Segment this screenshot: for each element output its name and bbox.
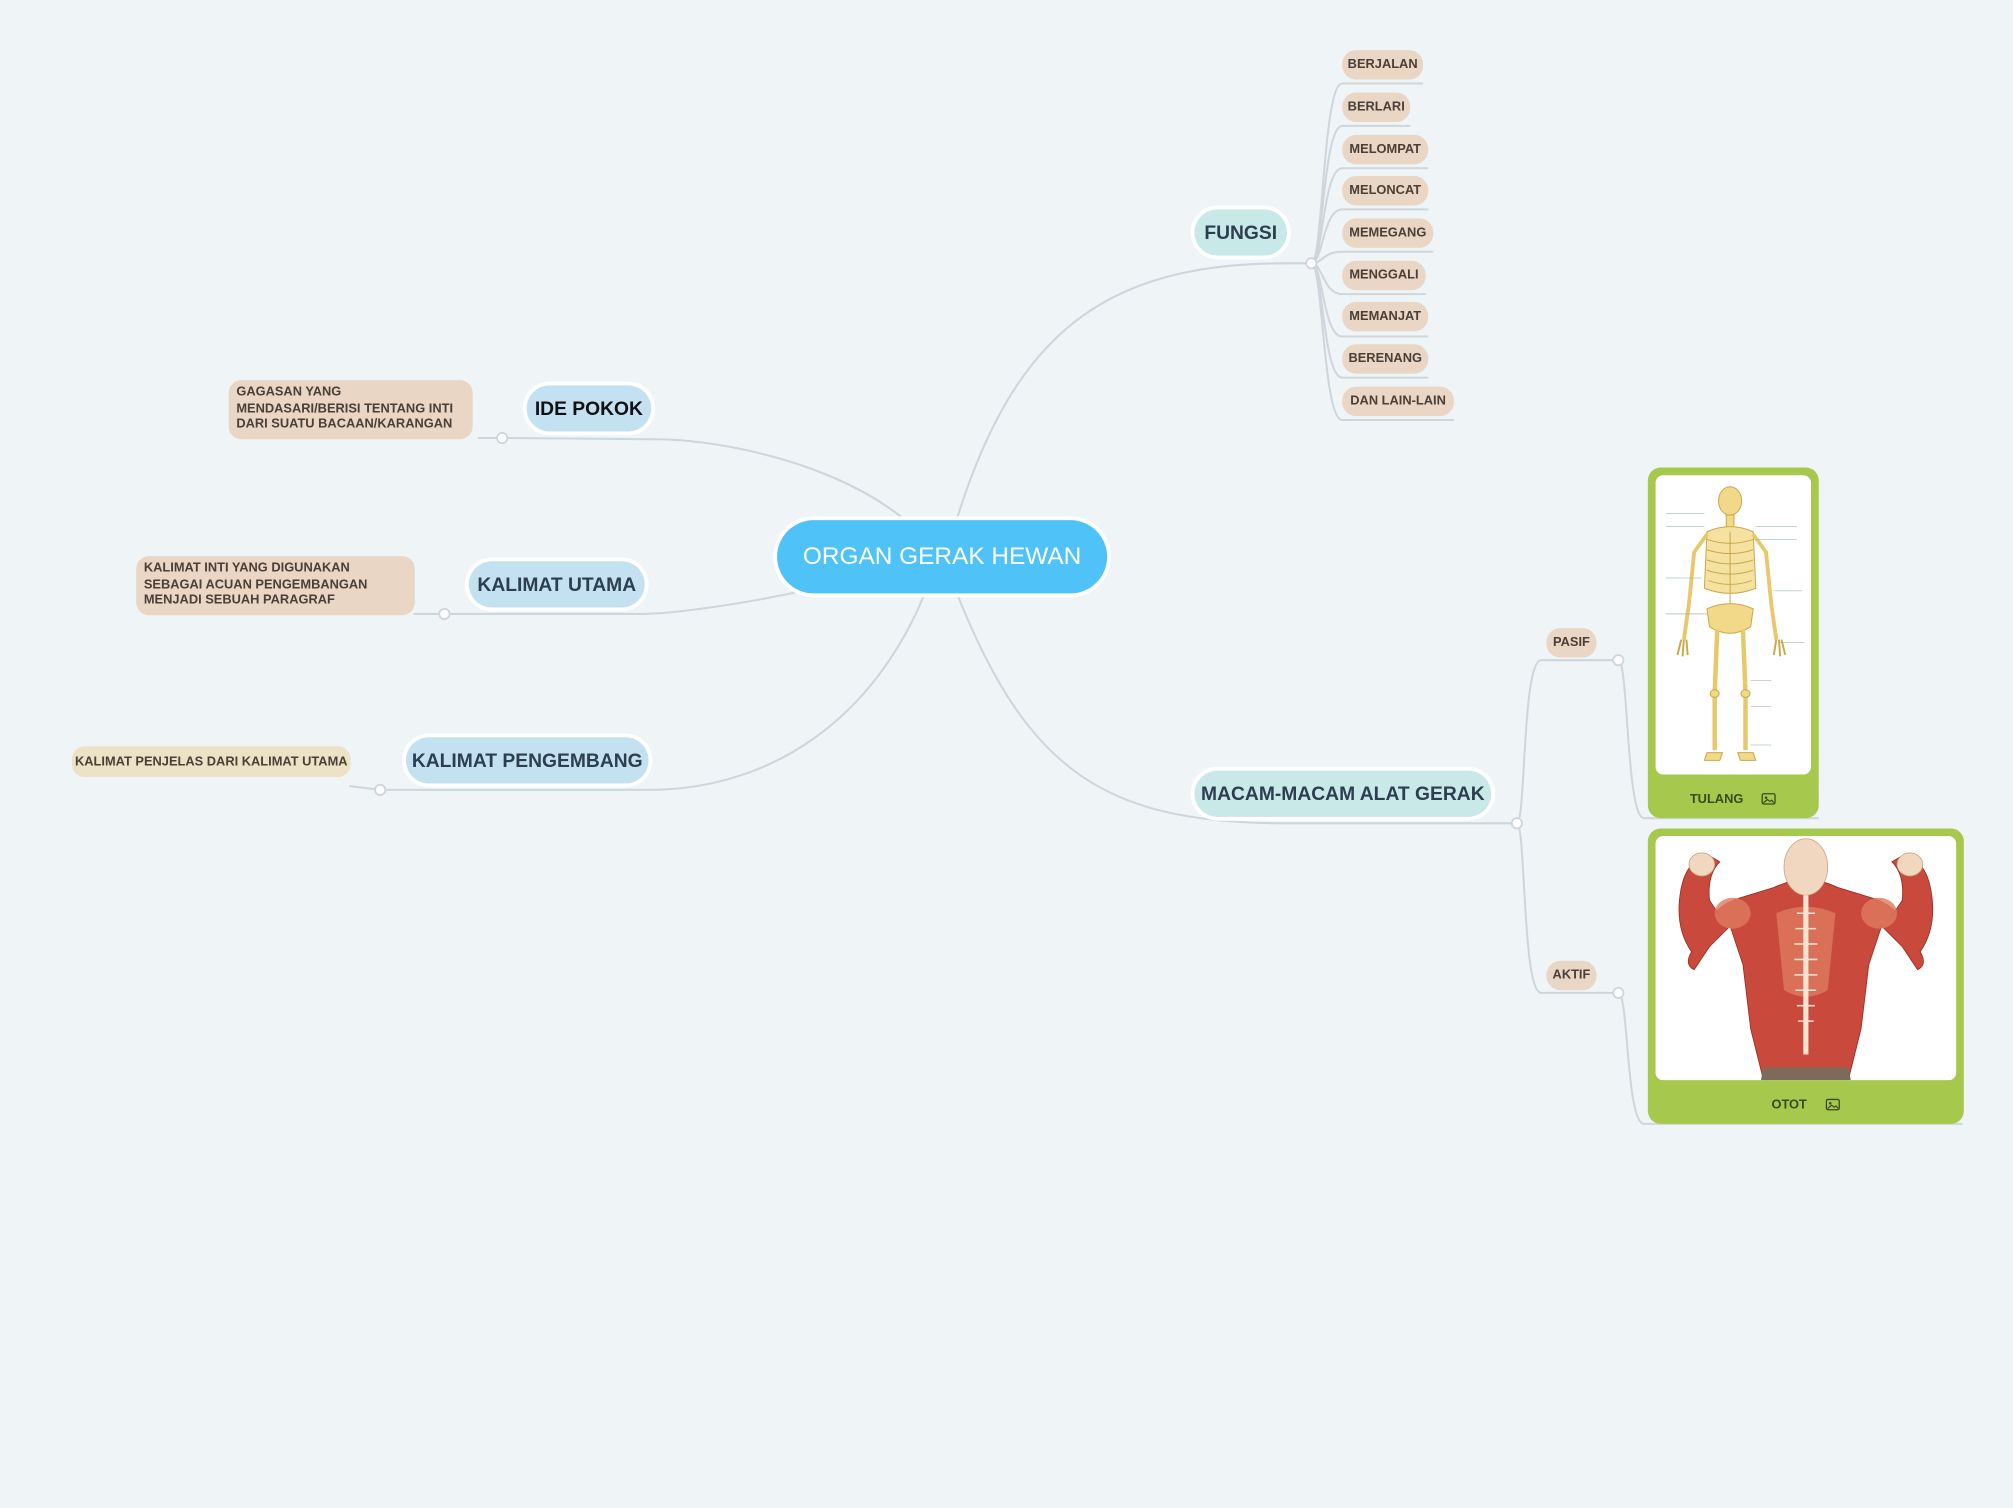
root-label: ORGAN GERAK HEWAN (802, 542, 1082, 570)
fungsi-item-label: DAN LAIN-LAIN (1350, 394, 1446, 409)
muscle-image (1655, 836, 1957, 1081)
tulang-label: TULANG (1689, 791, 1744, 806)
image-icon[interactable] (1761, 791, 1777, 806)
card-otot[interactable]: OTOT (1647, 828, 1964, 1124)
muscle-illustration (1655, 836, 1957, 1081)
link-kalimat-utama (413, 589, 803, 615)
link-kalimat-pengembang (349, 593, 926, 791)
kalimat-utama-desc[interactable]: KALIMAT INTI YANG DIGUNAKAN SEBAGAI ACUA… (136, 556, 415, 616)
link-fungsi (955, 262, 1312, 520)
fungsi-item-berlari[interactable]: BERLARI (1342, 92, 1411, 123)
skeleton-image (1655, 475, 1812, 775)
fungsi-item-meloncat[interactable]: MELONCAT (1342, 175, 1429, 206)
branch-ide-pokok-label: IDE POKOK (534, 397, 643, 420)
connector-lines (349, 82, 1963, 1125)
fungsi-item-label: MELONCAT (1349, 183, 1422, 198)
kalimat-pengembang-desc-text: KALIMAT PENJELAS DARI KALIMAT UTAMA (74, 754, 348, 769)
branch-kalimat-utama[interactable]: KALIMAT UTAMA (468, 561, 645, 608)
branch-kalimat-pengembang[interactable]: KALIMAT PENGEMBANG (405, 737, 649, 784)
fungsi-item-melompat[interactable]: MELOMPAT (1342, 134, 1429, 165)
branch-kalimat-utama-label: KALIMAT UTAMA (477, 573, 637, 596)
fungsi-item-label: MEMEGANG (1349, 226, 1427, 241)
link-aktif (1515, 822, 1963, 1125)
branch-fungsi-label: FUNGSI (1204, 221, 1278, 244)
branch-macam-alat-gerak[interactable]: MACAM-MACAM ALAT GERAK (1194, 770, 1492, 817)
kalimat-pengembang-desc[interactable]: KALIMAT PENJELAS DARI KALIMAT UTAMA (71, 746, 351, 778)
fungsi-item-label: BERLARI (1347, 100, 1405, 115)
image-icon[interactable] (1825, 1097, 1840, 1112)
branch-fungsi[interactable]: FUNGSI (1194, 209, 1287, 256)
branch-ide-pokok[interactable]: IDE POKOK (526, 385, 652, 432)
fungsi-item-label: MENGGALI (1349, 268, 1419, 283)
otot-label: OTOT (1771, 1097, 1807, 1112)
root-node[interactable]: ORGAN GERAK HEWAN (777, 520, 1108, 594)
fungsi-item-label: BERJALAN (1347, 57, 1418, 72)
fungsi-item-label: BERENANG (1348, 351, 1422, 367)
tulang-caption: TULANG (1648, 780, 1819, 819)
branch-macam-label: MACAM-MACAM ALAT GERAK (1201, 782, 1485, 805)
skeleton-illustration (1665, 486, 1805, 761)
fungsi-item-label: MELOMPAT (1349, 142, 1422, 157)
link-macam (955, 593, 1517, 825)
fungsi-item-memanjat[interactable]: MEMANJAT (1342, 301, 1429, 332)
fungsi-item-dan-lain-lain[interactable]: DAN LAIN-LAIN (1342, 386, 1454, 417)
kalimat-utama-desc-text: KALIMAT INTI YANG DIGUNAKAN SEBAGAI ACUA… (143, 561, 368, 608)
fungsi-item-label: MEMANJAT (1349, 309, 1422, 324)
branch-kalimat-pengembang-label: KALIMAT PENGEMBANG (411, 749, 643, 772)
fungsi-item-memegang[interactable]: MEMEGANG (1342, 218, 1434, 248)
fungsi-item-berenang[interactable]: BERENANG (1342, 344, 1429, 374)
otot-caption: OTOT (1648, 1085, 1964, 1124)
card-tulang[interactable]: TULANG (1647, 467, 1819, 819)
pasif-label: PASIF (1553, 635, 1590, 650)
aktif-label: AKTIF (1552, 968, 1591, 983)
fungsi-item-menggali[interactable]: MENGGALI (1342, 260, 1426, 291)
ide-pokok-desc-text: GAGASAN YANG MENDASARI/BERISI TENTANG IN… (236, 385, 454, 432)
link-ide-pokok (477, 436, 907, 521)
ide-pokok-desc[interactable]: GAGASAN YANG MENDASARI/BERISI TENTANG IN… (228, 380, 473, 440)
macam-pasif[interactable]: PASIF (1546, 628, 1597, 658)
fungsi-item-berjalan[interactable]: BERJALAN (1342, 50, 1424, 80)
macam-aktif[interactable]: AKTIF (1546, 960, 1597, 991)
